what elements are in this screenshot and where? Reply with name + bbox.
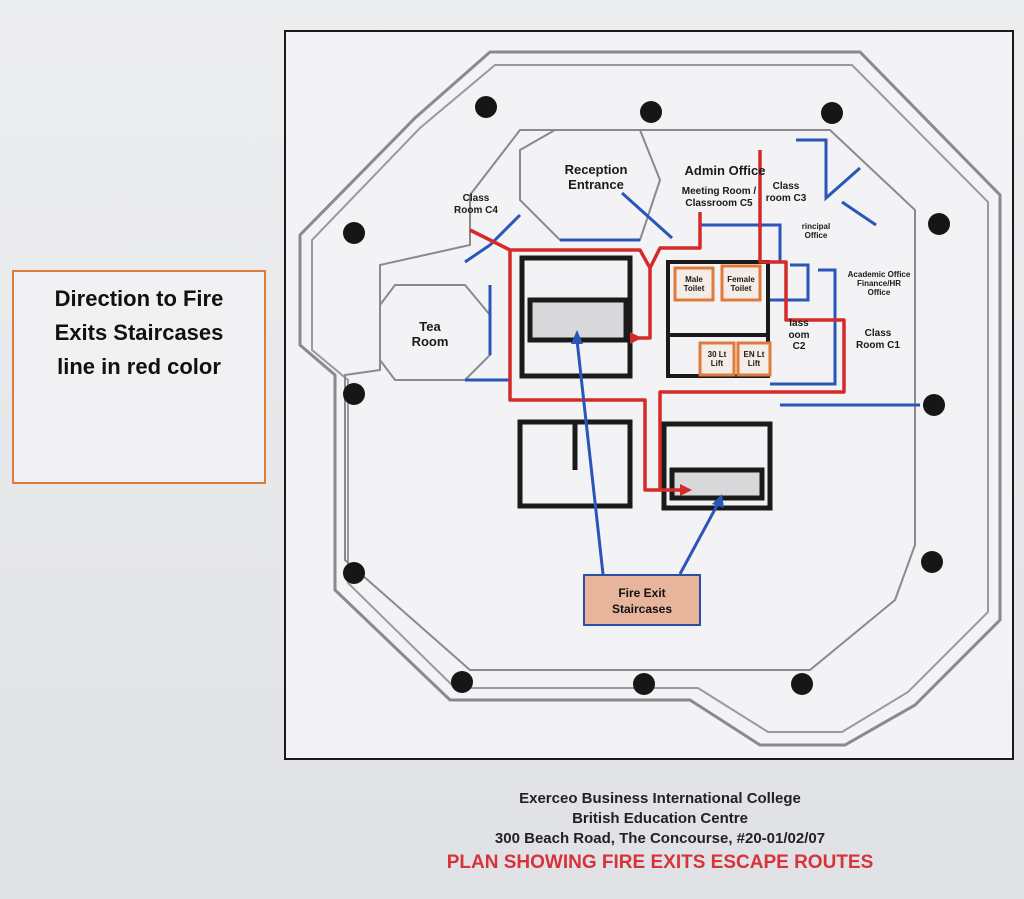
legend-line-2: Exits Staircases [54, 320, 224, 345]
label-class-room-c4: Class Room C4 [454, 193, 498, 216]
label-lift-a: 30 Lt Lift [707, 350, 727, 369]
legend-box: Direction to Fire Exits Staircases line … [12, 270, 266, 484]
label-admin-office: Admin Office [684, 163, 766, 178]
label-meeting-room: Meeting Room / Classroom C5 [681, 186, 757, 209]
stair-core-lower-left [517, 419, 633, 509]
footer-address: 300 Beach Road, The Concourse, #20-01/02… [494, 830, 826, 847]
fire-exit-line-1: Fire Exit [618, 586, 666, 600]
fire-exit-line-2: Staircases [611, 602, 673, 616]
structural-columns [343, 96, 950, 695]
label-male-toilet: Male Toilet [683, 275, 705, 294]
callout-arrowheads [571, 330, 724, 508]
legend-line-1: Direction to Fire [54, 286, 224, 311]
legend-text: Direction to Fire Exits Staircases line … [14, 282, 264, 384]
escape-routes [469, 150, 846, 492]
route-arrowheads [630, 332, 692, 496]
label-academic-office: Academic Office Finance/HR Office [847, 270, 911, 298]
callout-arrows [575, 191, 722, 575]
label-class-room-c3: Class room C3 [765, 181, 807, 204]
footer-centre-name: British Education Centre [572, 810, 748, 827]
label-class-room-c1: Class Room C1 [856, 328, 900, 351]
blue-partitions [464, 138, 920, 407]
stair-core-upper-left [519, 255, 633, 379]
label-female-toilet: Female Toilet [727, 275, 755, 294]
label-class-room-c2: lass oom C2 [788, 318, 810, 352]
inner-core-wall [344, 129, 916, 671]
footer-college-name: Exerceo Business International College [519, 790, 801, 807]
label-principal-office: rincipal Office [801, 222, 831, 241]
toilet-lift-boxes [673, 264, 772, 377]
label-lift-b: EN Lt Lift [743, 350, 765, 369]
outer-wall [298, 50, 1002, 747]
fire-exit-callout: Fire Exit Staircases [583, 574, 701, 626]
label-tea-room: Tea Room [411, 319, 449, 349]
outer-wall-inner [311, 64, 989, 733]
footer-plan-title: PLAN SHOWING FIRE EXITS ESCAPE ROUTES [446, 852, 874, 873]
legend-line-3: line in red color [57, 354, 221, 379]
label-reception-entrance: Reception Entrance [564, 162, 628, 192]
stair-core-lower-right [661, 421, 773, 511]
